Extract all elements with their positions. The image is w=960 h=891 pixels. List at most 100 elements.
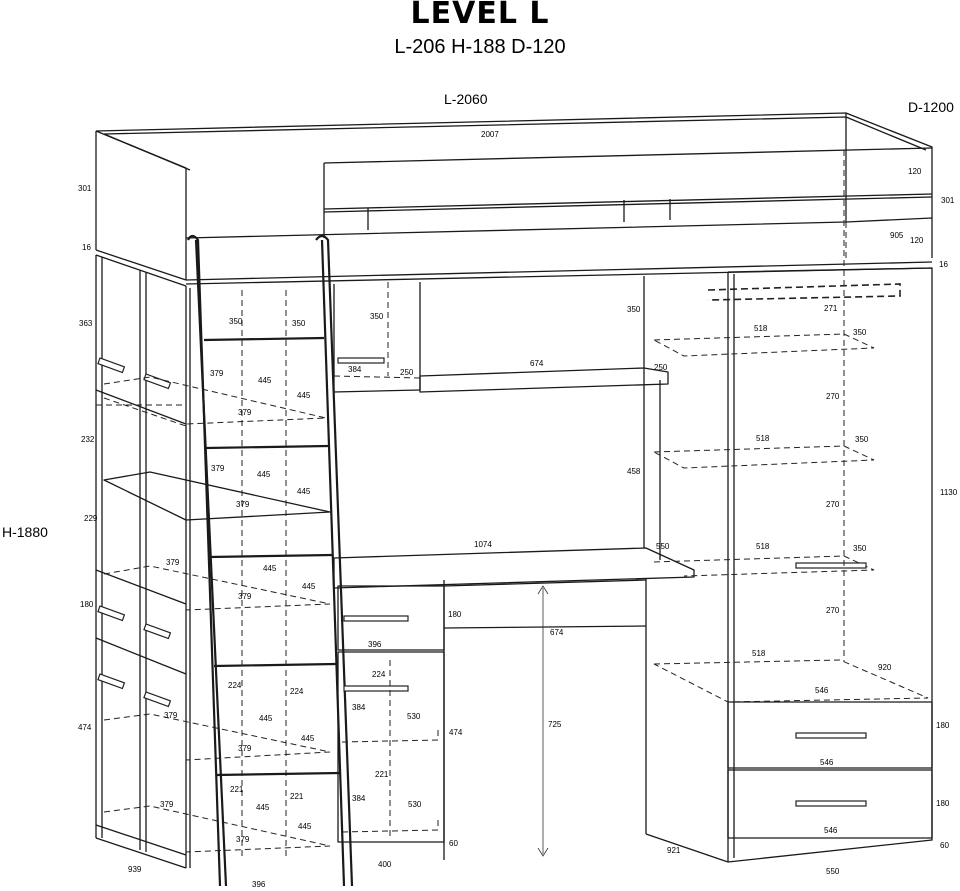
dim-label: 60 [940, 841, 949, 850]
dim-label: 530 [408, 800, 422, 809]
dim-label: 224 [290, 687, 304, 696]
dim-label: 379 [236, 835, 250, 844]
dim-label: 379 [236, 500, 250, 509]
drawer-handle-icon[interactable] [143, 691, 172, 708]
dim-label: 379 [164, 711, 178, 720]
dim-label: 546 [824, 826, 838, 835]
dim-label: 270 [826, 500, 840, 509]
dim-label: 180 [936, 721, 950, 730]
left-tower [95, 255, 331, 869]
dim-label: 120 [910, 236, 924, 245]
overall-length: L-2060 [444, 91, 488, 107]
dim-label: 229 [84, 514, 98, 523]
shelf-edge-icon [337, 357, 385, 364]
dim-label: 250 [400, 368, 414, 377]
dim-label: 180 [448, 610, 462, 619]
dim-label: 445 [258, 376, 272, 385]
wardrobe [645, 150, 933, 863]
dim-label: 920 [878, 663, 892, 672]
dim-label: 350 [229, 317, 243, 326]
dim-label: 120 [908, 167, 922, 176]
shelf-edge-icon [795, 562, 867, 569]
dim-label: 518 [752, 649, 766, 658]
dim-label: 1074 [474, 540, 492, 549]
drawer-handle-icon[interactable] [795, 800, 867, 807]
bed-frame [95, 112, 933, 287]
drawer-handle-icon[interactable] [343, 685, 409, 692]
dim-label: 270 [826, 392, 840, 401]
dim-label: 905 [890, 231, 904, 240]
drawer-handle-icon[interactable] [97, 605, 126, 622]
dim-label: 518 [756, 542, 770, 551]
dim-label: 363 [79, 319, 93, 328]
dim-label: 474 [78, 723, 92, 732]
dim-label: 350 [627, 305, 641, 314]
dim-label: 221 [230, 785, 244, 794]
dim-label: 379 [238, 744, 252, 753]
dim-label: 271 [824, 304, 838, 313]
dim-label: 379 [211, 464, 225, 473]
dim-label: 445 [256, 803, 270, 812]
overall-height: H-1880 [2, 524, 48, 540]
dim-label: 350 [292, 319, 306, 328]
dim-label: 379 [238, 408, 252, 417]
dim-label: 445 [257, 470, 271, 479]
dim-label: 674 [550, 628, 564, 637]
dim-label: 546 [815, 686, 829, 695]
dim-label: 458 [627, 467, 641, 476]
dim-label: 396 [368, 640, 382, 649]
dim-label: 379 [210, 369, 224, 378]
dim-label: 301 [78, 184, 92, 193]
dim-label: 530 [407, 712, 421, 721]
dim-label: 674 [530, 359, 544, 368]
drawer-handle-icon[interactable] [343, 615, 409, 622]
drawer-handle-icon[interactable] [795, 732, 867, 739]
dim-label: 1130 [940, 488, 958, 497]
dim-label: 232 [81, 435, 95, 444]
dim-label: 921 [667, 846, 681, 855]
dim-label: 350 [370, 312, 384, 321]
drawer-handle-icon[interactable] [97, 673, 126, 690]
dim-label: 350 [855, 435, 869, 444]
dim-label: 221 [290, 792, 304, 801]
dim-label: 379 [238, 592, 252, 601]
dim-label: 445 [297, 391, 311, 400]
dim-label: 379 [160, 800, 174, 809]
dim-label: 384 [352, 794, 366, 803]
dim-label: 550 [656, 542, 670, 551]
dim-label: 550 [826, 867, 840, 876]
dim-label: 2007 [481, 130, 499, 139]
dim-label: 725 [548, 720, 562, 729]
dim-label: 16 [82, 243, 91, 252]
dim-label: 379 [166, 558, 180, 567]
desk [333, 276, 695, 860]
dim-label: 939 [128, 865, 142, 874]
dimension-labels: 2007 301 120 16 905 120 16 301 363 232 2… [78, 130, 958, 889]
dim-label: 400 [378, 860, 392, 869]
dim-label: 350 [853, 544, 867, 553]
dim-label: 180 [80, 600, 94, 609]
drawer-handle-icon[interactable] [143, 623, 172, 640]
drawer-handle-icon[interactable] [97, 357, 126, 374]
dim-label: 224 [372, 670, 386, 679]
dim-label: 16 [939, 260, 948, 269]
dim-label: 224 [228, 681, 242, 690]
dim-label: 396 [252, 880, 266, 889]
dim-label: 546 [820, 758, 834, 767]
dim-label: 445 [298, 822, 312, 831]
dim-label: 445 [302, 582, 316, 591]
dim-label: 350 [853, 328, 867, 337]
ladder[interactable] [187, 234, 354, 887]
dim-label: 445 [297, 487, 311, 496]
dim-label: 518 [756, 434, 770, 443]
overall-depth: D-1200 [908, 99, 954, 115]
dim-label: 518 [754, 324, 768, 333]
dim-label: 301 [941, 196, 955, 205]
dim-label: 384 [348, 365, 362, 374]
dim-label: 60 [449, 839, 458, 848]
dim-label: 221 [375, 770, 389, 779]
dim-label: 250 [654, 363, 668, 372]
dim-label: 180 [936, 799, 950, 808]
